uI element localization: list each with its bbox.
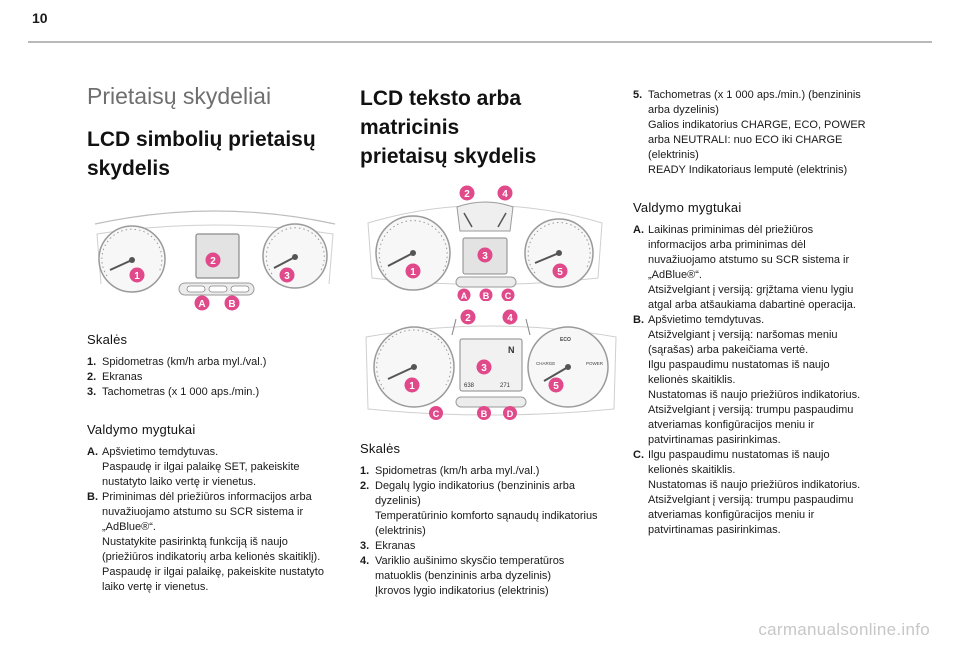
svg-text:3: 3 [481, 363, 487, 374]
svg-text:4: 4 [502, 189, 508, 200]
badge-1: 1 [404, 377, 420, 393]
section-title: Prietaisų skydeliai [87, 83, 272, 109]
badge-4: 4 [502, 309, 518, 325]
charge-label: CHARGE [536, 361, 555, 366]
svg-text:B: B [483, 291, 490, 301]
list-item: 2.Degalų lygio indikatorius (benzininis … [360, 480, 598, 537]
badge-1: 1 [405, 263, 421, 279]
badge-2: 2 [459, 185, 475, 201]
svg-text:B: B [228, 299, 235, 310]
badge-2: 2 [460, 309, 476, 325]
lcd-symbol-cluster-figure: 1 2 3 A B [87, 204, 342, 314]
svg-text:1: 1 [134, 271, 140, 282]
badge-1: 1 [129, 267, 145, 283]
dials-list: 1.Spidometras (km/h arba myl./val.) 2.Ek… [87, 355, 342, 400]
controls-heading: Valdymo mygtukai [87, 422, 196, 437]
badge-B: B [477, 406, 491, 420]
controls-list: A.Apšvietimo temdytuvas. Paspaudę ir ilg… [87, 445, 342, 595]
watermark: carmanualsonline.info [758, 620, 930, 639]
dials-list: 1.Spidometras (km/h arba myl./val.) 2.De… [360, 464, 622, 599]
badge-D: D [503, 406, 517, 420]
badge-4: 4 [497, 185, 513, 201]
column-3: 5.Tachometras (x 1 000 aps./min.) (benzi… [633, 88, 893, 538]
page-number: 10 [32, 10, 48, 26]
controls-heading: Valdymo mygtukai [633, 200, 742, 215]
subtitle-line-2: skydelis [87, 157, 170, 180]
svg-text:3: 3 [482, 251, 488, 262]
badge-C: C [501, 288, 515, 302]
svg-text:2: 2 [210, 256, 216, 267]
svg-text:A: A [461, 291, 468, 301]
list-item: 3.Ekranas [360, 540, 416, 552]
list-item: B.Priminimas dėl priežiūros informacijos… [87, 491, 324, 593]
badge-5: 5 [552, 263, 568, 279]
subtitle: LCD simbolių prietaisų skydelis [87, 125, 342, 183]
power-label: POWER [586, 361, 604, 366]
svg-text:5: 5 [557, 267, 563, 278]
svg-text:3: 3 [284, 271, 290, 282]
top-rule [28, 41, 932, 43]
svg-text:A: A [198, 299, 205, 310]
svg-text:2: 2 [464, 189, 470, 200]
dials-list-continued: 5.Tachometras (x 1 000 aps./min.) (benzi… [633, 88, 893, 178]
screen-right-value: 271 [500, 383, 511, 389]
badge-3: 3 [279, 267, 295, 283]
screen-left-value: 638 [464, 383, 475, 389]
lcd-text-cluster-figure: 2 4 1 3 5 A B C [360, 183, 610, 302]
title-line-2: prietaisų skydelis [360, 145, 537, 168]
list-item: 1.Spidometras (km/h arba myl./val.) [87, 356, 267, 368]
svg-text:B: B [481, 409, 488, 419]
lcd-text-title: LCD teksto arba matricinis prietaisų sky… [360, 84, 622, 171]
matrix-cluster-figure: N 638 271 ECO CHARGE POWER 2 4 1 3 5 C B… [360, 309, 622, 425]
list-item: A.Laikinas priminimas dėl priežiūros inf… [633, 224, 856, 311]
svg-text:C: C [433, 409, 440, 419]
badge-B: B [224, 295, 240, 311]
eco-label: ECO [560, 337, 571, 343]
badge-3: 3 [476, 359, 492, 375]
title-line-1: LCD teksto arba matricinis [360, 87, 522, 139]
svg-text:2: 2 [465, 313, 471, 324]
list-item: A.Apšvietimo temdytuvas. Paspaudę ir ilg… [87, 446, 300, 488]
list-item: 1.Spidometras (km/h arba myl./val.) [360, 465, 540, 477]
list-item: 5.Tachometras (x 1 000 aps./min.) (benzi… [633, 89, 866, 176]
svg-text:D: D [507, 409, 514, 419]
badge-C: C [429, 406, 443, 420]
list-item: C.Ilgu paspaudimu nustatomas iš naujo ke… [633, 449, 861, 536]
svg-text:1: 1 [410, 267, 416, 278]
badge-2: 2 [205, 252, 221, 268]
dials-heading: Skalės [360, 441, 401, 456]
screen-gear: N [508, 345, 515, 355]
list-item: B.Apšvietimo temdytuvas. Atsižvelgiant į… [633, 314, 861, 446]
badge-A: A [457, 288, 471, 302]
svg-text:4: 4 [507, 313, 513, 324]
svg-text:C: C [505, 291, 512, 301]
controls-list: A.Laikinas priminimas dėl priežiūros inf… [633, 223, 893, 538]
badge-A: A [194, 295, 210, 311]
list-item: 2.Ekranas [87, 371, 143, 383]
column-2: LCD teksto arba matricinis prietaisų sky… [360, 84, 622, 599]
badge-3: 3 [477, 247, 493, 263]
cluster-illustration: 1 2 3 A B [94, 210, 336, 311]
list-item: 4.Variklio aušinimo skysčio temperatūros… [360, 555, 565, 597]
svg-text:5: 5 [553, 381, 559, 392]
badge-B: B [479, 288, 493, 302]
svg-text:1: 1 [409, 381, 415, 392]
list-item: 3.Tachometras (x 1 000 aps./min.) [87, 386, 260, 398]
badge-5: 5 [548, 377, 564, 393]
column-1: Prietaisų skydeliai LCD simbolių prietai… [87, 80, 342, 595]
dials-heading: Skalės [87, 332, 128, 347]
subtitle-line-1: LCD simbolių prietaisų [87, 128, 316, 151]
